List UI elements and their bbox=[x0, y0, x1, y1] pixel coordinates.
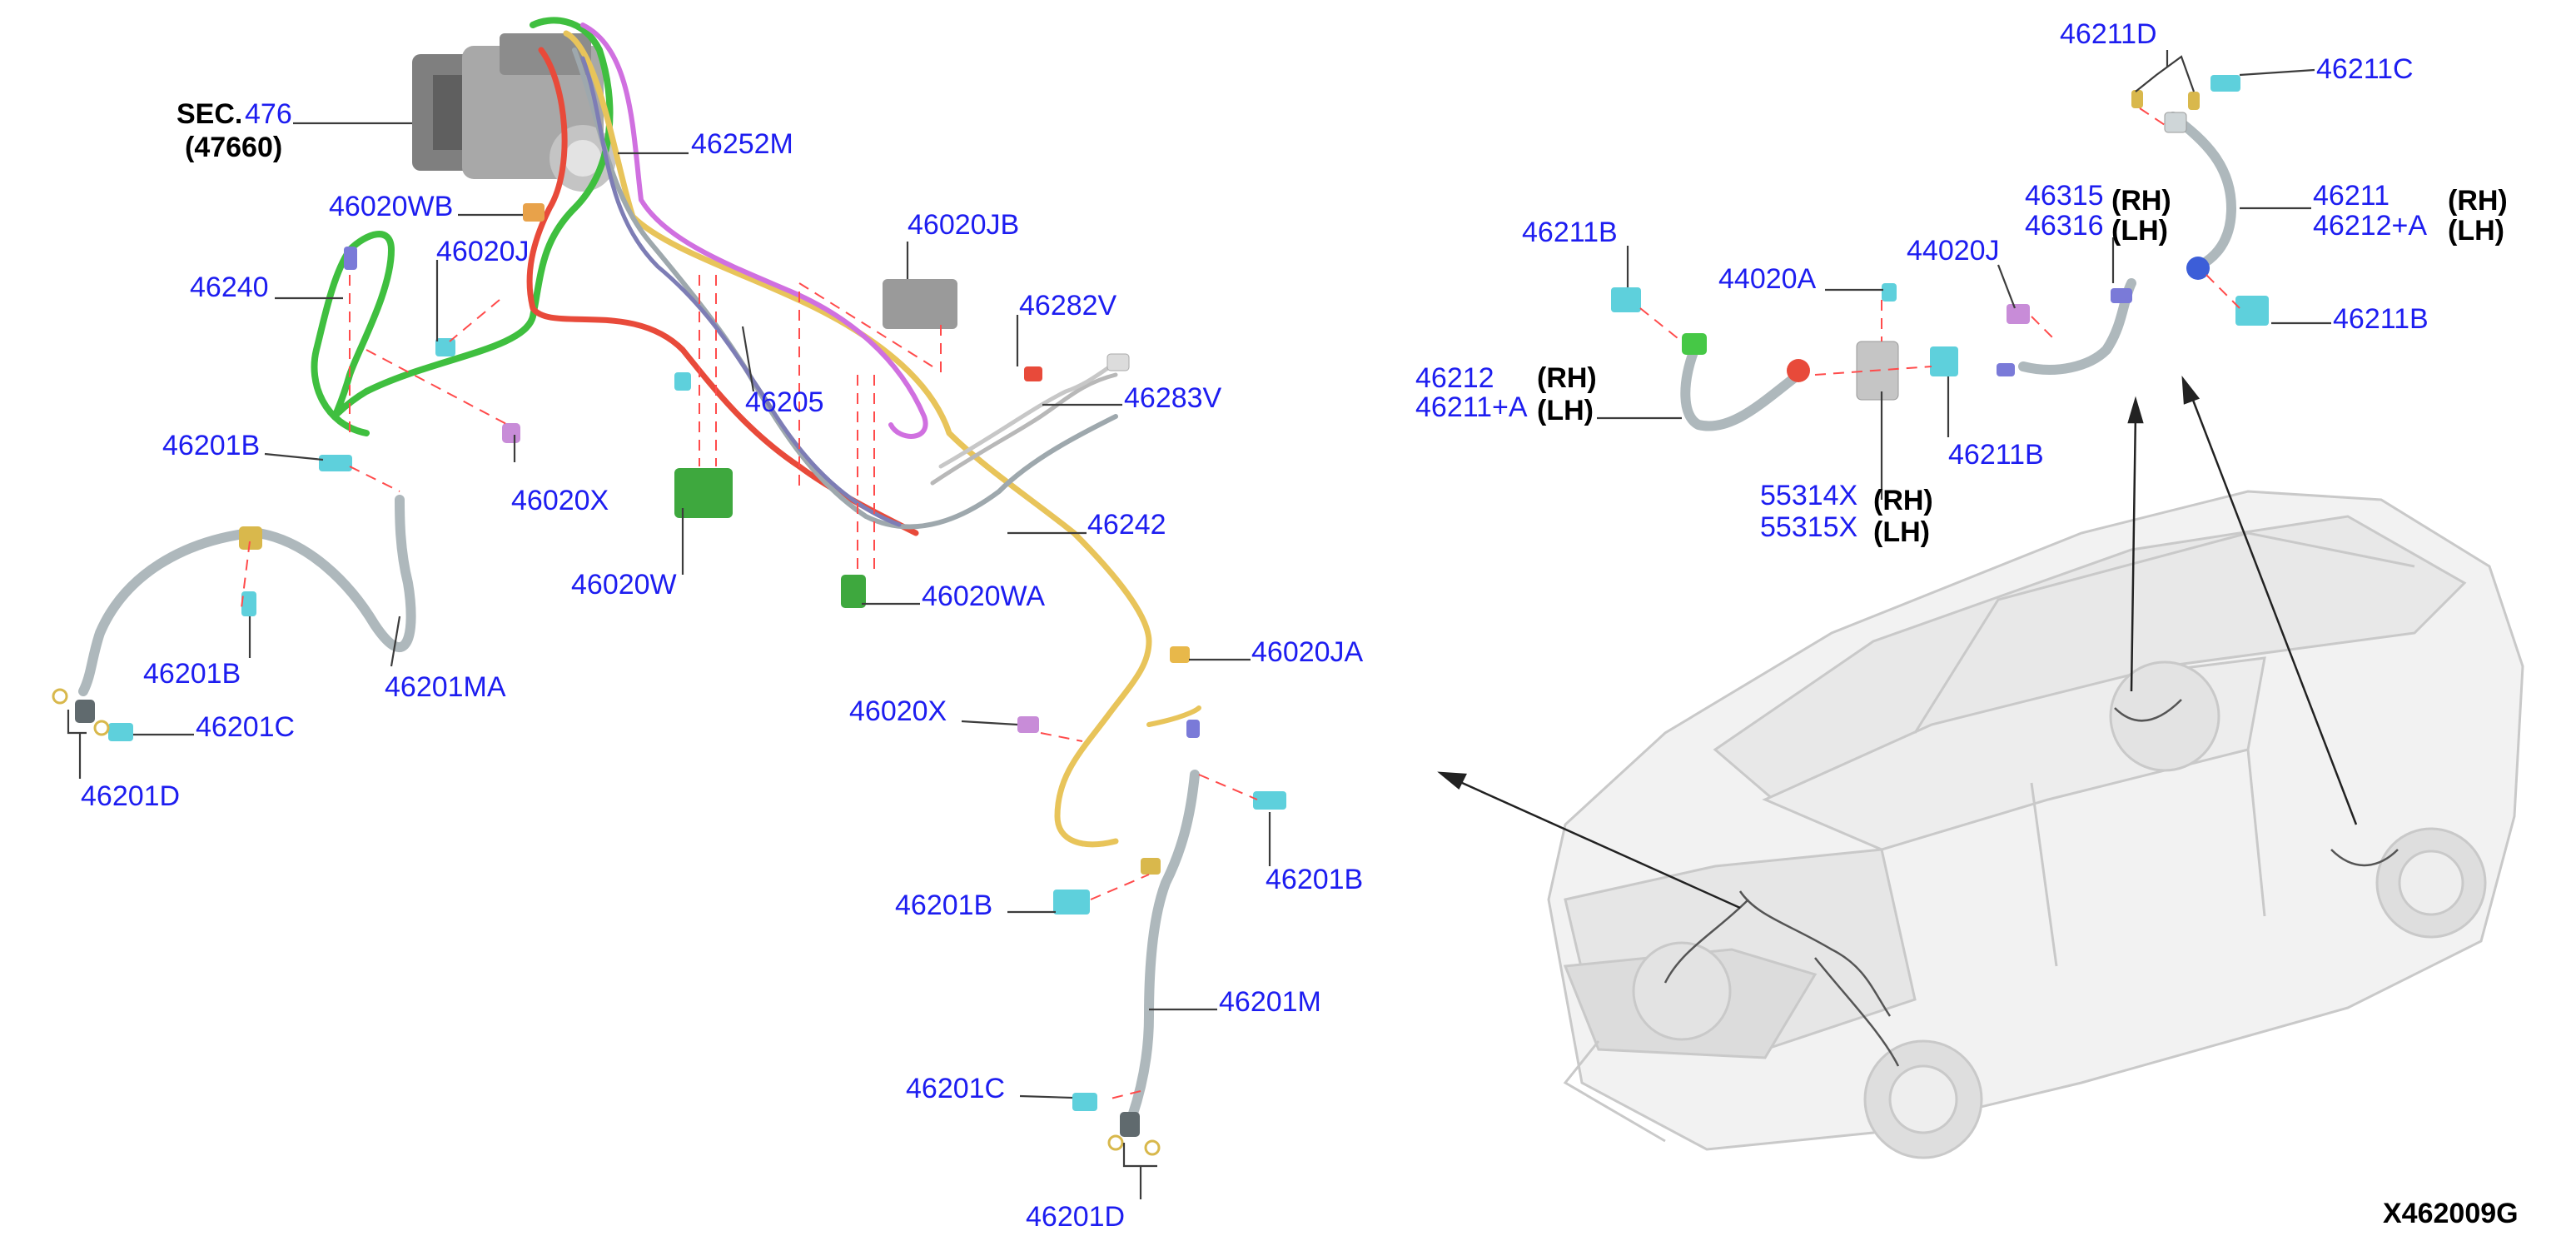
sec-label-sub: (47660) bbox=[185, 132, 282, 163]
part-46211C[interactable]: 46211C bbox=[2316, 53, 2414, 85]
part-44020J[interactable]: 44020J bbox=[1907, 235, 2000, 267]
part-46201M[interactable]: 46201M bbox=[1219, 986, 1321, 1018]
suffix-46212-rh: (RH) bbox=[1537, 362, 1597, 394]
part-46242[interactable]: 46242 bbox=[1087, 509, 1166, 541]
part-46201C-a[interactable]: 46201C bbox=[196, 711, 295, 743]
part-46211D[interactable]: 46211D bbox=[2060, 18, 2157, 50]
part-46240[interactable]: 46240 bbox=[190, 272, 269, 303]
suffix-46212A-lh: (LH) bbox=[2448, 215, 2504, 247]
figure-code: X462009G bbox=[2383, 1198, 2519, 1229]
part-46252M[interactable]: 46252M bbox=[691, 128, 793, 160]
part-46211B-a[interactable]: 46211B bbox=[1522, 217, 1618, 248]
part-46020WB[interactable]: 46020WB bbox=[329, 191, 453, 222]
leader-lines bbox=[67, 50, 2331, 1199]
part-46020W[interactable]: 46020W bbox=[571, 569, 677, 601]
guide-lines bbox=[241, 107, 2240, 1100]
part-55315X[interactable]: 55315X bbox=[1760, 511, 1857, 543]
part-46020X-a[interactable]: 46020X bbox=[511, 485, 609, 516]
sec-label-number[interactable]: 476 bbox=[245, 98, 292, 130]
suffix-55315X-lh: (LH) bbox=[1873, 516, 1930, 548]
part-46020WA[interactable]: 46020WA bbox=[922, 581, 1045, 612]
part-46212A[interactable]: 46212+A bbox=[2313, 210, 2427, 242]
part-46201B-c[interactable]: 46201B bbox=[1266, 864, 1363, 895]
part-46201MA[interactable]: 46201MA bbox=[385, 671, 506, 703]
suffix-46211-rh: (RH) bbox=[2448, 185, 2508, 217]
part-46282V[interactable]: 46282V bbox=[1019, 290, 1117, 321]
part-44020A[interactable]: 44020A bbox=[1718, 263, 1817, 295]
part-46020JB[interactable]: 46020JB bbox=[908, 209, 1019, 241]
part-46211B-c[interactable]: 46211B bbox=[1948, 439, 2044, 471]
vehicle-illustration bbox=[1547, 490, 2524, 1159]
part-46020J-left[interactable]: 46020J bbox=[436, 236, 530, 267]
part-46201C-b[interactable]: 46201C bbox=[906, 1073, 1005, 1104]
part-46201B-b[interactable]: 46201B bbox=[143, 658, 241, 690]
part-46211B-b[interactable]: 46211B bbox=[2333, 303, 2429, 335]
sec-label-prefix: SEC. bbox=[177, 98, 242, 130]
part-46201D-b[interactable]: 46201D bbox=[1026, 1201, 1125, 1233]
part-46020JA[interactable]: 46020JA bbox=[1251, 636, 1364, 668]
suffix-46316-lh: (LH) bbox=[2111, 215, 2168, 247]
callout-arrows bbox=[1437, 376, 2358, 910]
suffix-46315-rh: (RH) bbox=[2111, 185, 2171, 217]
part-46211A[interactable]: 46211+A bbox=[1415, 391, 1528, 423]
part-46212[interactable]: 46212 bbox=[1415, 362, 1494, 394]
brake-tubes-left bbox=[311, 17, 1201, 848]
suffix-55314X-rh: (RH) bbox=[1873, 485, 1933, 516]
part-55314X[interactable]: 55314X bbox=[1760, 480, 1857, 511]
vehicle-harness-outline bbox=[1663, 699, 2399, 1067]
part-46201B-d[interactable]: 46201B bbox=[895, 890, 992, 921]
part-46283V[interactable]: 46283V bbox=[1124, 382, 1222, 414]
part-46315[interactable]: 46315 bbox=[2025, 180, 2104, 212]
part-46211[interactable]: 46211 bbox=[2313, 180, 2390, 212]
brake-hoses bbox=[78, 112, 2236, 1121]
suffix-46211A-lh: (LH) bbox=[1537, 395, 1594, 426]
part-46201D-a[interactable]: 46201D bbox=[81, 780, 180, 812]
fittings bbox=[52, 75, 2269, 1156]
part-46201B-a[interactable]: 46201B bbox=[162, 430, 260, 461]
part-46205[interactable]: 46205 bbox=[745, 386, 824, 418]
part-46316[interactable]: 46316 bbox=[2025, 210, 2104, 242]
part-46020X-b[interactable]: 46020X bbox=[849, 695, 947, 727]
